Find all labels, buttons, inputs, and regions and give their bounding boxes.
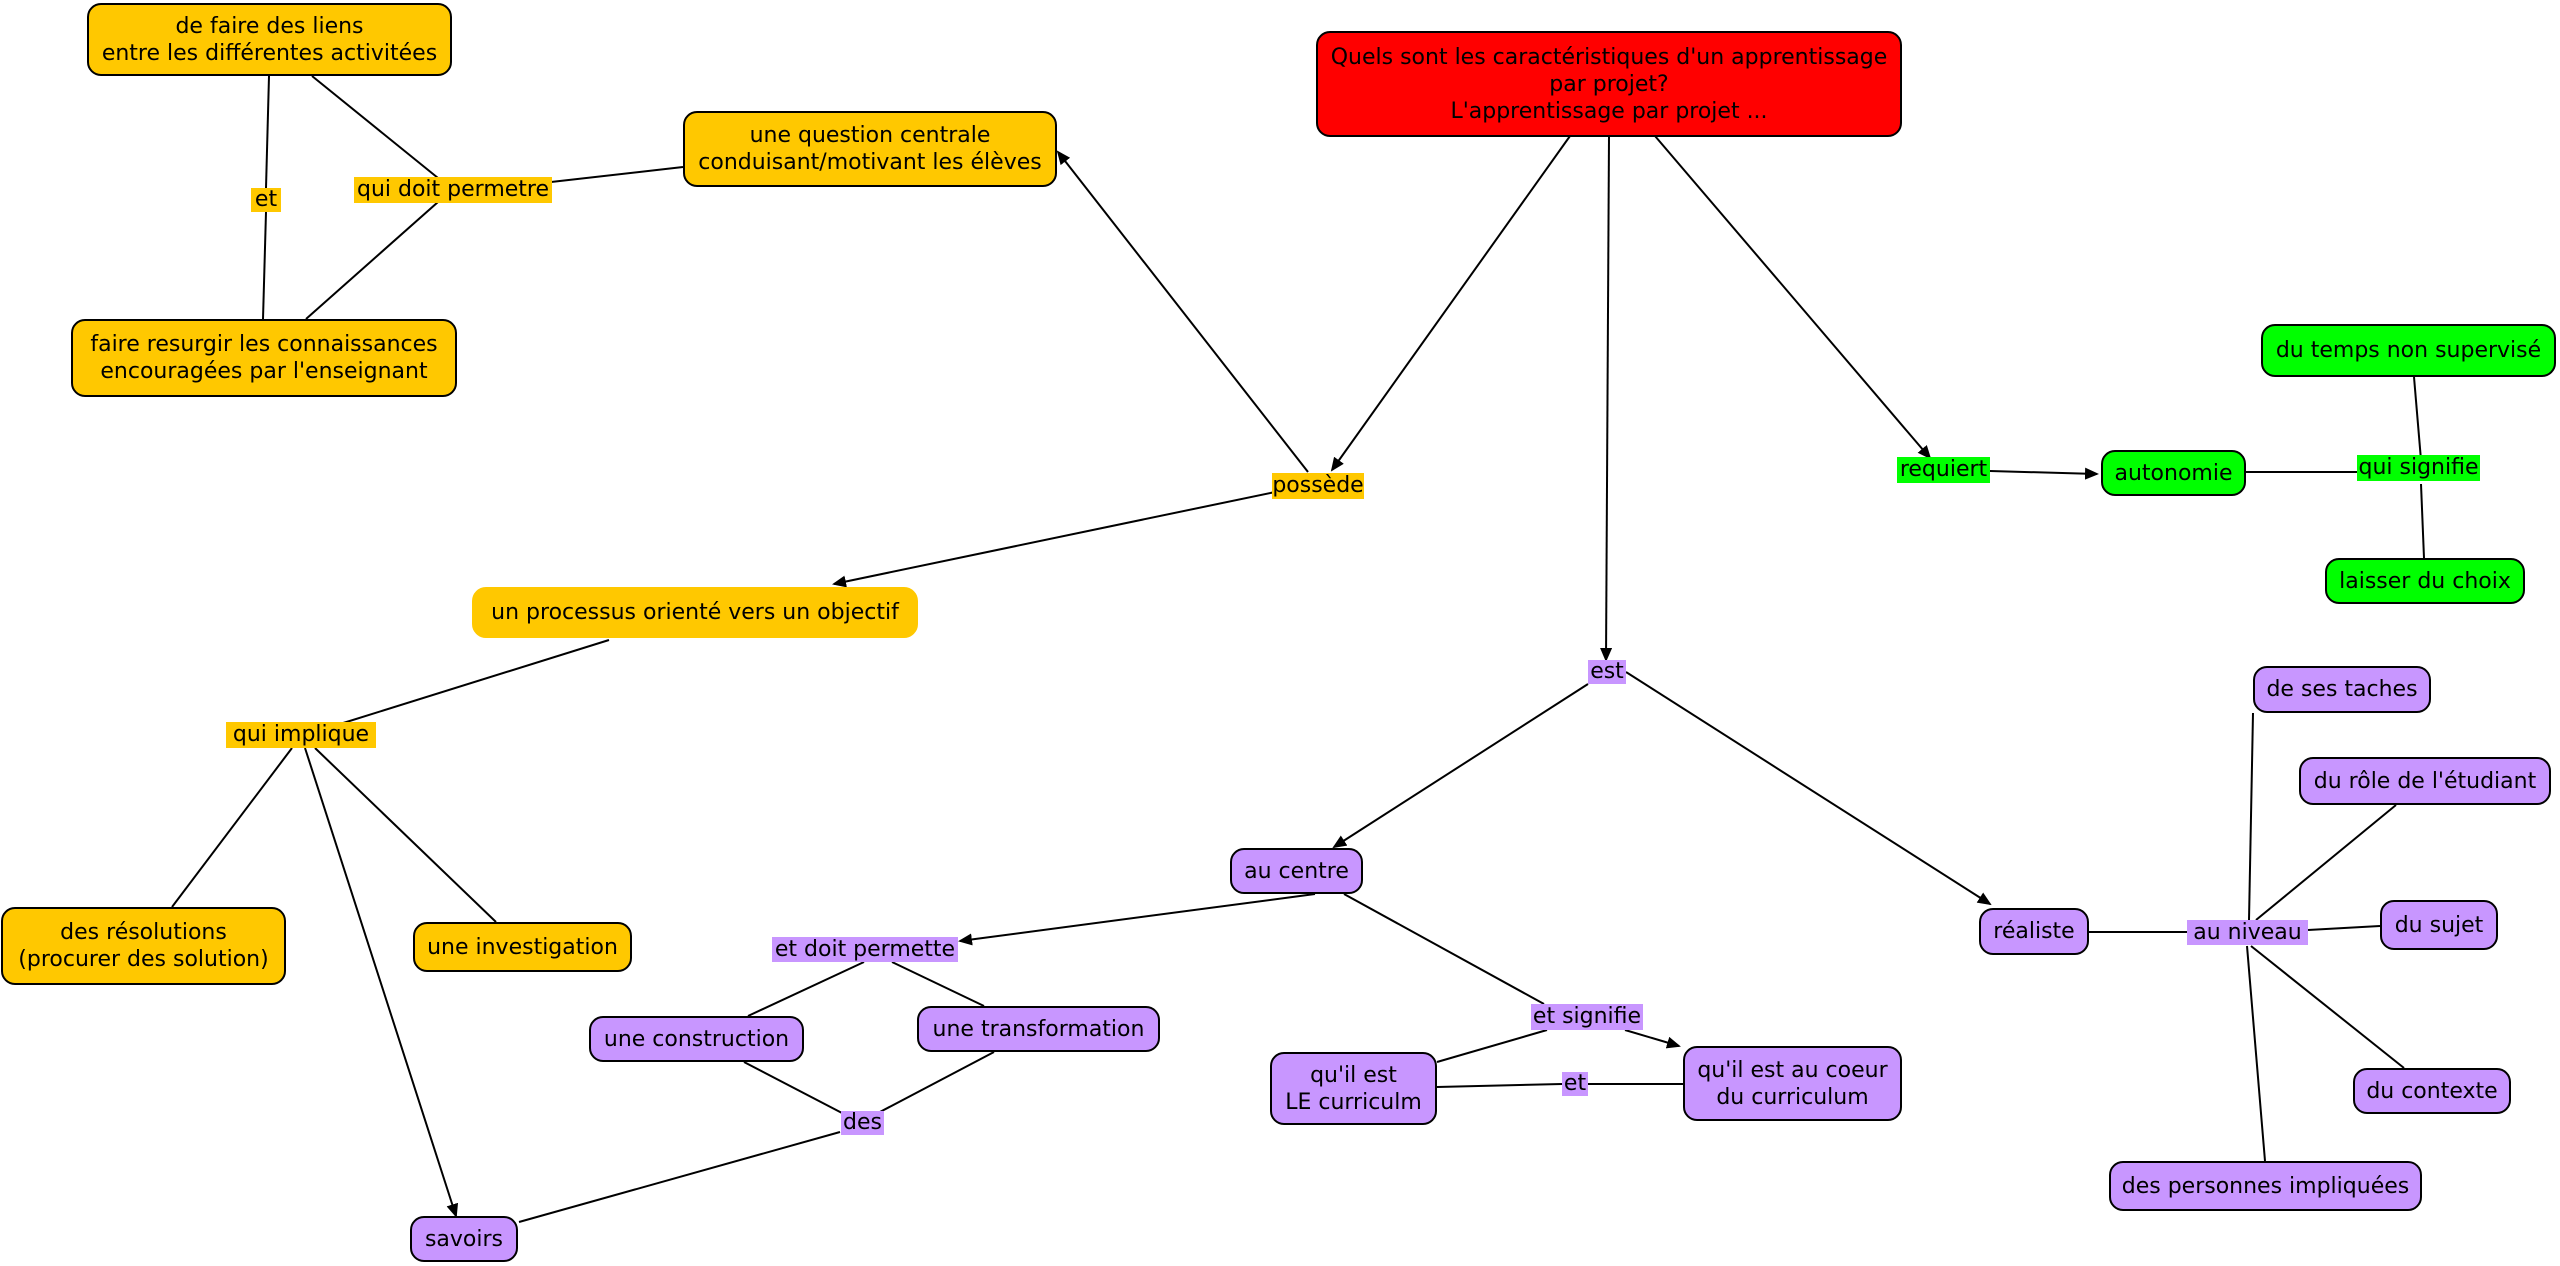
node-du-contexte[interactable]: du contexte <box>2353 1068 2511 1114</box>
label-qui-implique[interactable]: qui implique <box>226 722 376 748</box>
node-au-centre[interactable]: au centre <box>1230 848 1363 894</box>
label-au-niveau[interactable]: au niveau <box>2187 920 2308 945</box>
node-construction[interactable]: une construction <box>589 1016 804 1062</box>
label-et-bottom[interactable]: et <box>1562 1071 1588 1096</box>
line-au-niveau-to-contexte <box>2250 945 2405 1069</box>
line-signifie-to-le-curriculum <box>1436 1029 1548 1063</box>
label-qui-signifie[interactable]: qui signifie <box>2357 455 2480 481</box>
line-root-to-est <box>1600 135 1613 662</box>
node-autonomie[interactable]: autonomie <box>2101 450 2246 496</box>
label-est[interactable]: est <box>1588 659 1626 684</box>
node-personnes-impliquees[interactable]: des personnes impliquées <box>2109 1161 2422 1211</box>
line-des-to-savoirs <box>518 1131 841 1223</box>
node-transformation[interactable]: une transformation <box>917 1006 1160 1052</box>
line-possede-to-question <box>1056 150 1309 473</box>
line-qui-signifie-to-choix <box>2420 483 2425 559</box>
line-root-to-possede <box>1330 135 1571 472</box>
node-role-etudiant[interactable]: du rôle de l'étudiant <box>2299 757 2551 805</box>
line-et-to-resurgir <box>262 211 267 320</box>
line-processus-to-qui-implique <box>339 639 610 725</box>
line-requiert-to-autonomie <box>1989 467 2099 480</box>
line-construction-to-des <box>743 1061 843 1114</box>
line-au-niveau-to-role <box>2255 804 2397 921</box>
node-laisser-du-choix[interactable]: laisser du choix <box>2325 558 2525 604</box>
label-et-top[interactable]: et <box>251 187 281 212</box>
node-investigation[interactable]: une investigation <box>413 922 632 972</box>
line-transformation-to-des <box>877 1051 995 1114</box>
node-coeur-curriculum[interactable]: qu'il est au coeur du curriculum <box>1683 1046 1902 1121</box>
node-temps-non-supervise[interactable]: du temps non supervisé <box>2261 324 2556 377</box>
node-processus[interactable]: un processus orienté vers un objectif <box>472 587 918 638</box>
line-doit-permette-to-transformation <box>891 961 985 1007</box>
line-qui-implique-to-resolutions <box>171 747 293 908</box>
node-savoirs[interactable]: savoirs <box>410 1216 518 1262</box>
node-realiste[interactable]: réaliste <box>1979 908 2089 955</box>
line-est-to-realiste <box>1625 671 1992 906</box>
node-du-sujet[interactable]: du sujet <box>2380 900 2498 950</box>
line-est-to-au-centre <box>1332 683 1589 849</box>
line-qui-doit-to-resurgir <box>305 201 439 320</box>
line-liens-to-et <box>265 75 270 189</box>
line-qui-doit-to-liens <box>311 75 439 179</box>
line-le-curriculum-to-et <box>1436 1083 1563 1088</box>
line-au-centre-to-signifie <box>1343 893 1545 1005</box>
line-au-niveau-to-sujet <box>2307 925 2381 931</box>
line-qui-implique-to-savoirs <box>304 747 459 1218</box>
node-root-question[interactable]: Quels sont les caractéristiques d'un app… <box>1316 31 1902 137</box>
line-au-niveau-to-taches <box>2248 712 2254 921</box>
line-qui-signifie-to-temps <box>2413 376 2422 461</box>
label-qui-doit-permetre[interactable]: qui doit permetre <box>354 177 552 203</box>
label-des[interactable]: des <box>841 1110 884 1135</box>
node-faire-resurgir[interactable]: faire resurgir les connaissances encoura… <box>71 319 457 397</box>
node-faire-des-liens[interactable]: de faire des liens entre les différentes… <box>87 3 452 76</box>
node-le-curriculum[interactable]: qu'il est LE curriculm <box>1270 1052 1437 1125</box>
line-qui-implique-to-investigation <box>314 747 497 923</box>
line-question-to-qui-doit <box>550 166 684 183</box>
label-et-doit-permette[interactable]: et doit permette <box>772 937 958 962</box>
node-de-ses-taches[interactable]: de ses taches <box>2253 666 2431 713</box>
label-requiert[interactable]: requiert <box>1897 457 1990 483</box>
line-signifie-to-coeur <box>1624 1029 1681 1049</box>
line-root-to-requiert <box>1654 135 1932 460</box>
line-au-centre-to-doit-permette <box>958 893 1316 946</box>
node-resolutions[interactable]: des résolutions (procurer des solution) <box>1 907 286 985</box>
line-possede-to-processus <box>832 491 1276 588</box>
label-possede[interactable]: possède <box>1272 473 1364 499</box>
line-doit-permette-to-construction <box>747 961 865 1017</box>
label-et-signifie[interactable]: et signifie <box>1531 1004 1643 1030</box>
node-question-centrale[interactable]: une question centrale conduisant/motivan… <box>683 111 1057 187</box>
line-au-niveau-to-personnes <box>2246 945 2266 1162</box>
